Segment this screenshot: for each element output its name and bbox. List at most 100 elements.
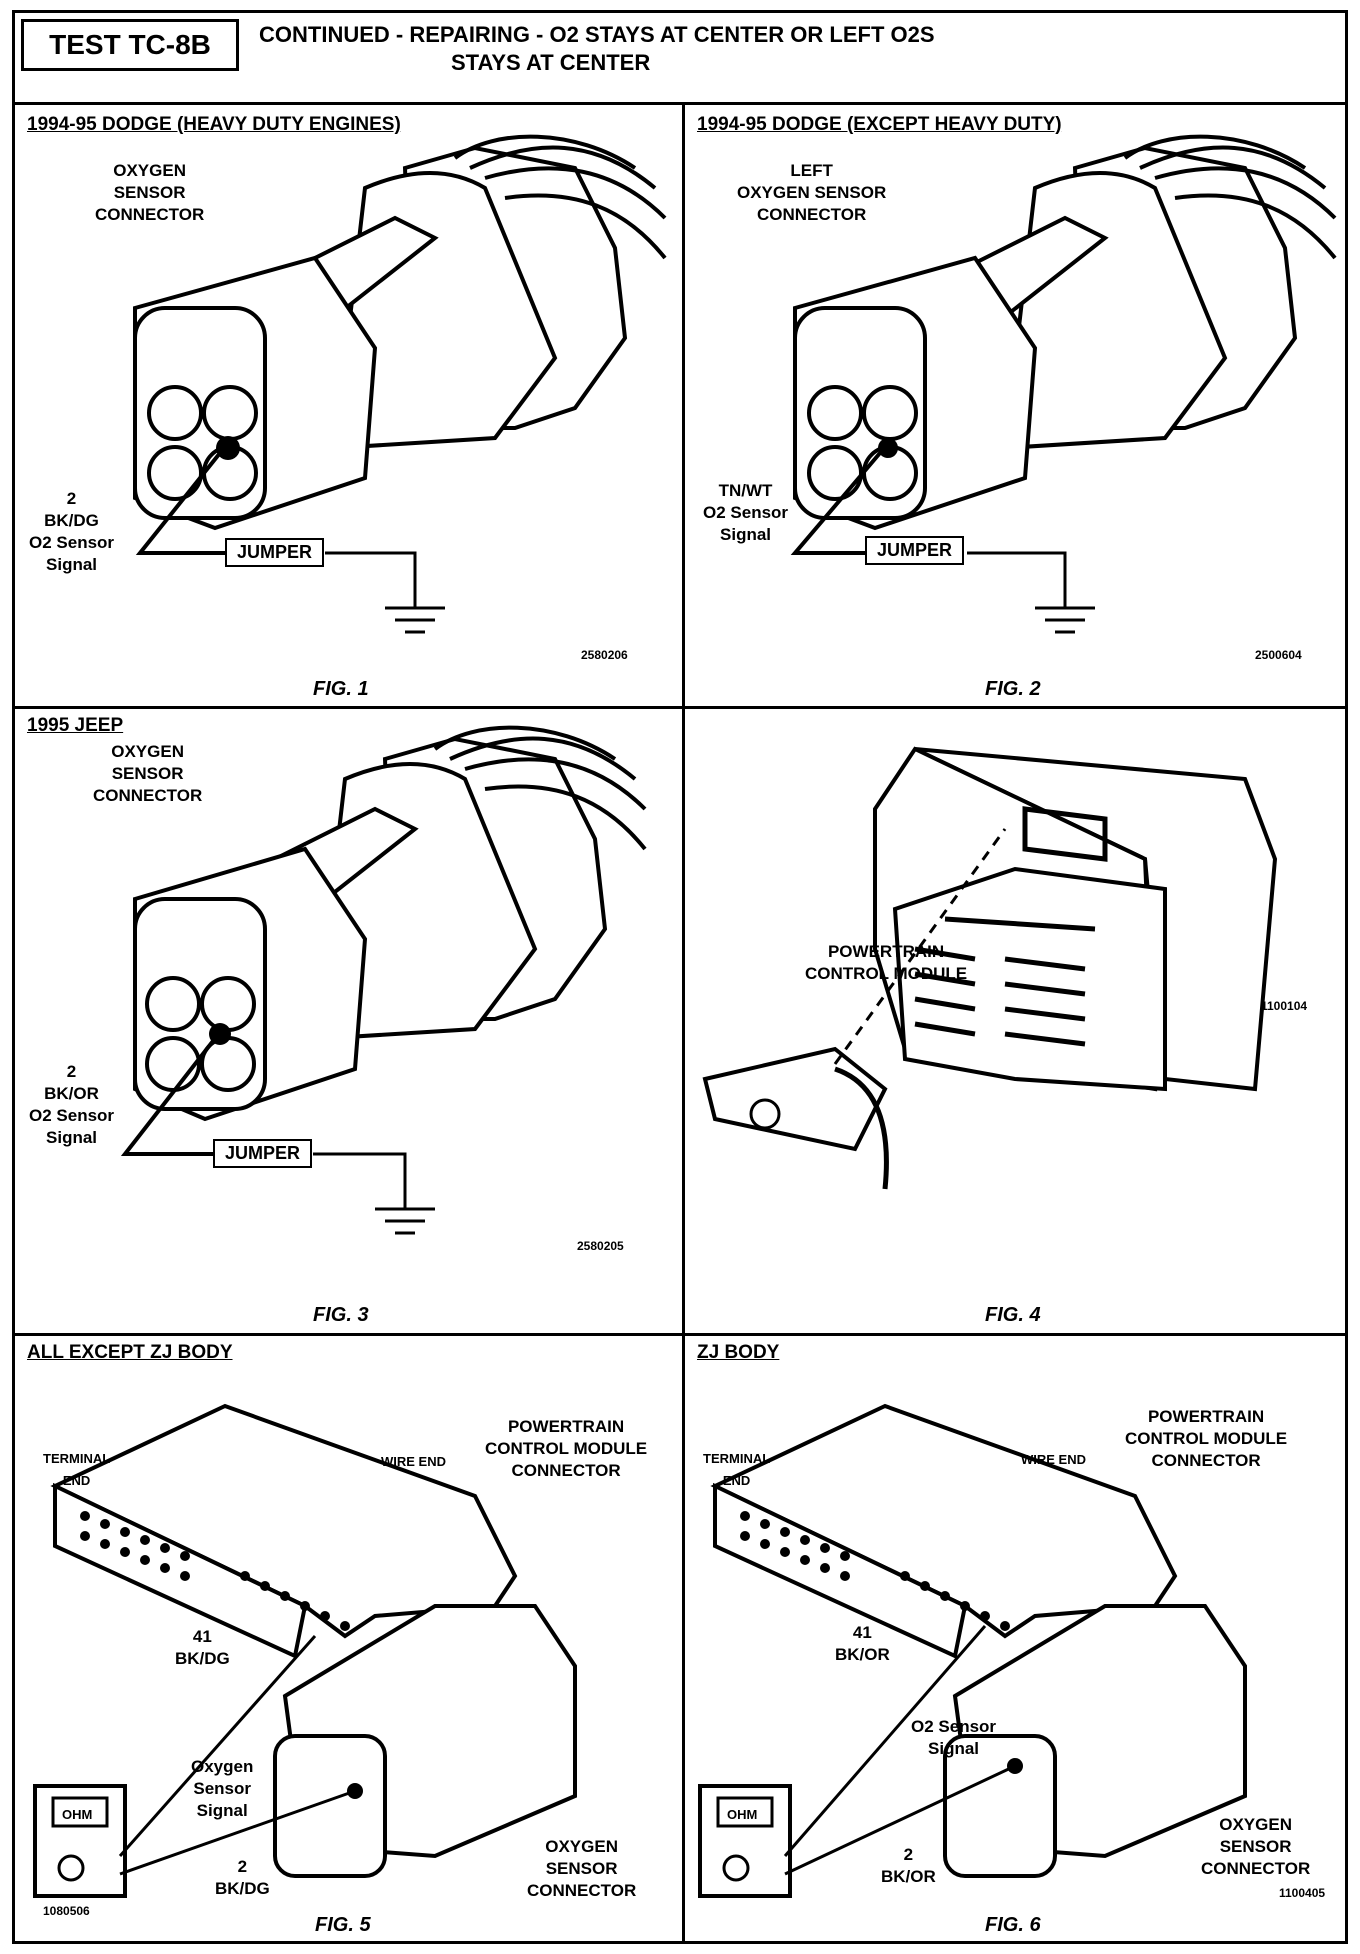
- label-line: 41: [192, 1627, 212, 1646]
- label-line: O2 Sensor: [703, 503, 789, 522]
- pin-label: 41 BK/OR: [835, 1622, 890, 1666]
- panel-fig-5: ALL EXCEPT ZJ BODY POWERTRAIN CONTROL: [15, 1336, 682, 1944]
- label-line: OXYGEN: [1219, 1815, 1292, 1834]
- label-line: 2: [903, 1845, 914, 1864]
- label-line: CONNECTOR: [527, 1881, 637, 1900]
- column-divider: [682, 105, 685, 1941]
- figure-caption: FIG. 1: [313, 678, 369, 700]
- label-line: BK/OR: [44, 1084, 99, 1103]
- pin-label: 41 BK/DG: [175, 1626, 230, 1670]
- figure-caption: FIG. 2: [985, 678, 1041, 700]
- wire-label: 2 BK/DG O2 Sensor Signal: [29, 488, 114, 576]
- label-line: BK/OR: [835, 1645, 890, 1664]
- label-line: SENSOR: [113, 183, 186, 202]
- label-line: CONNECTOR: [93, 786, 203, 805]
- label-line: OXYGEN: [113, 161, 186, 180]
- label-line: CONNECTOR: [1201, 1859, 1311, 1878]
- label-line: CONTROL MODULE: [1125, 1429, 1288, 1448]
- pcm-connector-drawing: [33, 1403, 577, 1898]
- pcm-drawing: [702, 746, 1278, 1190]
- header-title-line1: CONTINUED - REPAIRING - O2 STAYS AT CENT…: [259, 22, 935, 47]
- panel-title: 1994-95 DODGE (EXCEPT HEAVY DUTY): [697, 114, 1062, 135]
- figure-caption: FIG. 5: [315, 1914, 371, 1936]
- ohmmeter-label: OHM: [727, 1807, 758, 1822]
- label-line: O2 Sensor: [29, 1106, 115, 1125]
- label-line: END: [722, 1473, 751, 1488]
- label-line: Signal: [196, 1801, 248, 1820]
- header-title: CONTINUED - REPAIRING - O2 STAYS AT CENT…: [259, 21, 935, 77]
- connector-label: LEFT OXYGEN SENSOR CONNECTOR: [737, 160, 886, 226]
- label-line: O2 Sensor: [29, 533, 115, 552]
- label-line: CONNECTOR: [95, 205, 205, 224]
- label-line: SENSOR: [1219, 1837, 1292, 1856]
- label-line: 2: [66, 489, 77, 508]
- label-line: Sensor: [193, 1779, 251, 1798]
- label-line: CONNECTOR: [1151, 1451, 1261, 1470]
- label-line: CONTROL MODULE: [805, 964, 968, 983]
- label-line: O2 Sensor: [911, 1717, 997, 1736]
- label-line: Signal: [46, 1128, 98, 1147]
- label-line: 2: [66, 1062, 77, 1081]
- connector-label: OXYGEN SENSOR CONNECTOR: [1201, 1814, 1310, 1880]
- label-line: BK/DG: [44, 511, 99, 530]
- figure-code: 2580205: [577, 1239, 624, 1253]
- label-line: LEFT: [790, 161, 833, 180]
- page-frame: TEST TC-8B CONTINUED - REPAIRING - O2 ST…: [12, 10, 1348, 1944]
- panel-fig-2: 1994-95 DODGE (EXCEPT HEAVY DUTY): [685, 108, 1351, 706]
- jumper-box: JUMPER: [225, 538, 325, 567]
- wire-end-label: WIRE END: [1021, 1452, 1086, 1467]
- o2-connector-drawing: [133, 134, 667, 634]
- wire-label: 2 BK/OR O2 Sensor Signal: [29, 1061, 114, 1149]
- header-title-line2: STAYS AT CENTER: [451, 50, 651, 75]
- pin-row: [80, 1511, 350, 1631]
- figure-caption: FIG. 6: [985, 1914, 1041, 1936]
- panel-fig-1: 1994-95 DODGE (HEAVY DUTY ENGINES): [15, 108, 682, 706]
- label-line: POWERTRAIN: [507, 1417, 625, 1436]
- panel-fig-4: POWERTRAIN CONTROL MODULE 1100104 FIG. 4: [685, 709, 1351, 1333]
- panel-title: 1995 JEEP: [27, 715, 124, 736]
- pin-row: [740, 1511, 1010, 1631]
- panel-fig-6: ZJ BODY POWERTRAIN CONTROL MODULE: [685, 1336, 1351, 1944]
- wire-end-label: WIRE END: [381, 1454, 446, 1469]
- label-line: OXYGEN SENSOR: [737, 183, 887, 202]
- signal-label: O2 Sensor Signal: [911, 1716, 996, 1760]
- label-line: Signal: [928, 1739, 980, 1758]
- wire-label: 2 BK/DG: [215, 1856, 270, 1900]
- o2-connector-drawing: [120, 725, 647, 1235]
- label-line: TERMINAL: [703, 1451, 771, 1466]
- jumper-box: JUMPER: [213, 1139, 313, 1168]
- figure-code: 2500604: [1255, 648, 1302, 662]
- label-line: OXYGEN: [545, 1837, 618, 1856]
- pcm-connector-drawing: [698, 1403, 1247, 1898]
- connector-label: OXYGEN SENSOR CONNECTOR: [527, 1836, 636, 1902]
- label-line: Oxygen: [191, 1757, 254, 1776]
- panel-title: 1994-95 DODGE (HEAVY DUTY ENGINES): [27, 114, 401, 135]
- pcm-connector-label: POWERTRAIN CONTROL MODULE CONNECTOR: [1125, 1406, 1287, 1472]
- figure-code: 1100405: [1279, 1886, 1326, 1900]
- header: TEST TC-8B CONTINUED - REPAIRING - O2 ST…: [15, 13, 1345, 105]
- jumper-box: JUMPER: [865, 536, 965, 565]
- terminal-end-label: TERMINAL END: [703, 1448, 770, 1492]
- label-line: POWERTRAIN: [1147, 1407, 1265, 1426]
- panel-title: ZJ BODY: [697, 1342, 780, 1363]
- label-line: TERMINAL: [43, 1451, 111, 1466]
- label-line: SENSOR: [545, 1859, 618, 1878]
- figure-code: 1100104: [1261, 999, 1308, 1013]
- figure-caption: FIG. 4: [985, 1304, 1041, 1326]
- panel-fig-3: 1995 JEEP: [15, 709, 682, 1333]
- label-line: Signal: [46, 555, 98, 574]
- wire-label: 2 BK/OR: [881, 1844, 936, 1888]
- connector-label: OXYGEN SENSOR CONNECTOR: [95, 160, 204, 226]
- label-line: 2: [237, 1857, 248, 1876]
- row-divider-2: [15, 1333, 1345, 1336]
- o2-connector-drawing: [790, 134, 1337, 634]
- label-line: POWERTRAIN: [827, 942, 945, 961]
- figure-code: 1080506: [43, 1904, 90, 1918]
- pcm-connector-label: POWERTRAIN CONTROL MODULE CONNECTOR: [485, 1416, 647, 1482]
- label-line: CONNECTOR: [511, 1461, 621, 1480]
- connector-label: OXYGEN SENSOR CONNECTOR: [93, 741, 202, 807]
- panel-title: ALL EXCEPT ZJ BODY: [27, 1342, 233, 1363]
- label-line: END: [62, 1473, 91, 1488]
- ohmmeter-label: OHM: [62, 1807, 93, 1822]
- label-line: Signal: [720, 525, 772, 544]
